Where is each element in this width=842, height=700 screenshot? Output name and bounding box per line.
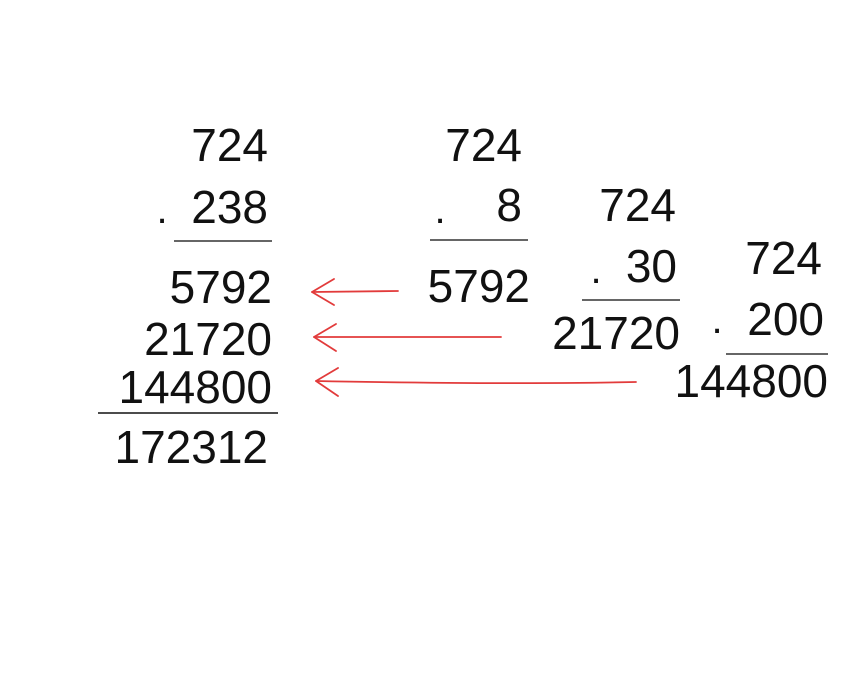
transfer-arrows: [311, 278, 637, 397]
arrow-hundreds-head: [315, 367, 339, 397]
arrow-units-head: [311, 278, 335, 306]
main-multiplication: 724 . 238 5792 21720 144800 172312: [98, 119, 278, 473]
main-multiplier: 238: [191, 181, 268, 233]
main-multiplicand: 724: [191, 119, 268, 171]
main-partial-1: 5792: [170, 261, 272, 313]
arrow-units-to-main: [311, 278, 399, 306]
arrow-tens-to-main: [313, 323, 502, 352]
main-product: 172312: [115, 421, 269, 473]
arrow-hundreds-shaft: [315, 380, 637, 384]
arrow-units-shaft: [311, 290, 399, 293]
step-units: 724 . 8 5792: [428, 119, 530, 312]
step-tens: 724 . 30 21720: [552, 179, 680, 359]
hundreds-multiply-dot: .: [711, 298, 722, 342]
units-multiply-dot: .: [434, 188, 445, 232]
arrow-tens-head: [313, 323, 337, 352]
tens-multiply-dot: .: [590, 248, 601, 292]
main-partial-3: 144800: [119, 361, 273, 413]
hundreds-multiplicand: 724: [745, 232, 822, 284]
tens-result: 21720: [552, 307, 680, 359]
tens-multiplicand: 724: [599, 179, 676, 231]
units-multiplier: 8: [496, 179, 522, 231]
main-multiply-dot: .: [156, 188, 167, 232]
arrow-hundreds-to-main: [315, 367, 637, 397]
step-hundreds: 724 . 200 144800: [675, 232, 829, 407]
tens-multiplier: 30: [626, 240, 677, 292]
hundreds-result: 144800: [675, 355, 829, 407]
main-partial-2: 21720: [144, 313, 272, 365]
hundreds-multiplier: 200: [747, 293, 824, 345]
units-multiplicand: 724: [445, 119, 522, 171]
units-result: 5792: [428, 260, 530, 312]
